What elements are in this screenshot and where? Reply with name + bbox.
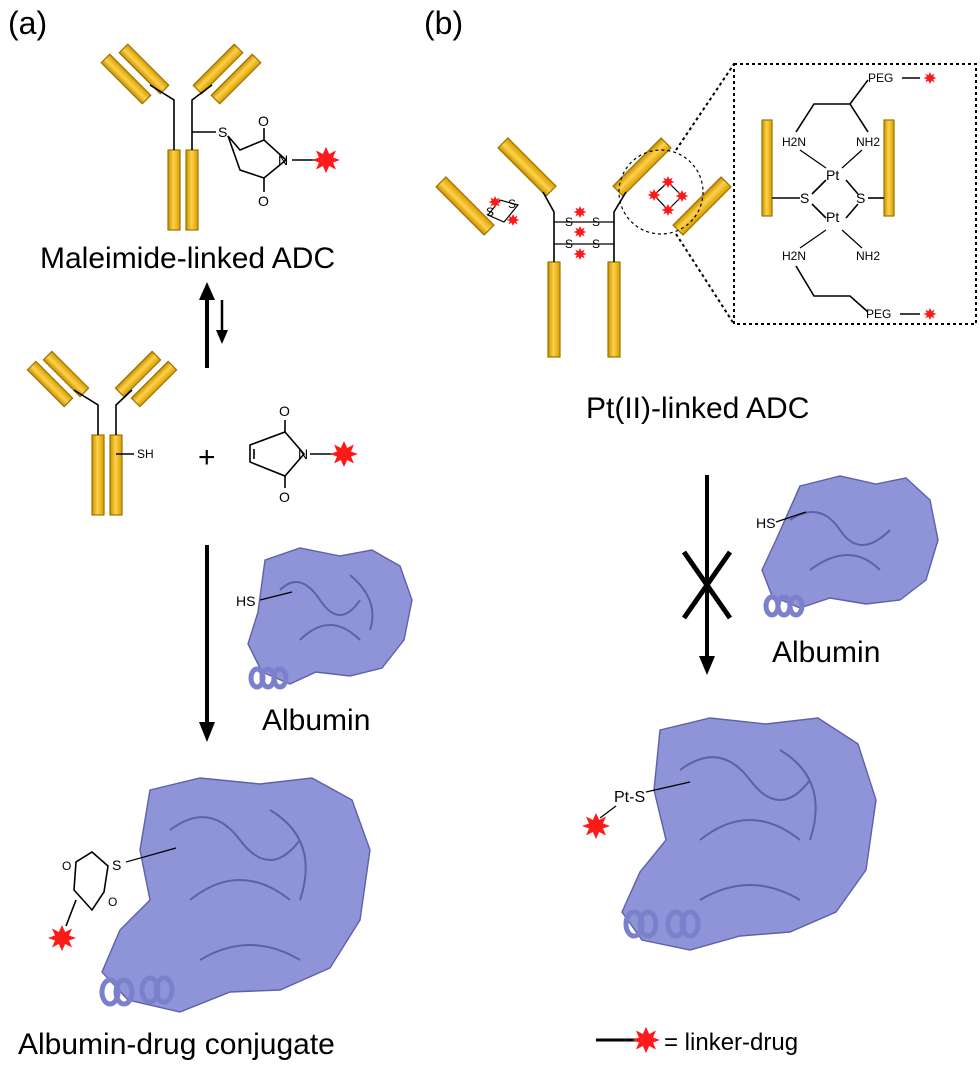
svg-text:S: S: [218, 124, 227, 140]
svg-text:S: S: [800, 190, 809, 206]
zoom-circle: [618, 149, 704, 235]
svg-text:O: O: [279, 403, 290, 419]
svg-text:S: S: [565, 215, 573, 229]
albumin-title-a: Albumin: [262, 704, 370, 737]
svg-text:PEG: PEG: [868, 71, 893, 85]
drug-star-icon: [330, 441, 358, 467]
blocked-arrow-b: [681, 475, 733, 675]
svg-text:NH2: NH2: [856, 135, 880, 149]
maleimide-reagent: O O N: [249, 403, 358, 505]
svg-text:O: O: [62, 859, 71, 873]
svg-text:H2N: H2N: [782, 249, 806, 263]
svg-text:HS: HS: [236, 593, 255, 609]
pt-complex-inset: S S Pt Pt H2N NH2 H2N NH2 PEG PEG: [733, 63, 977, 325]
albumin-conjugate-a: S O O: [48, 777, 371, 1013]
svg-text:NH2: NH2: [856, 249, 880, 263]
svg-text:Pt: Pt: [826, 167, 839, 183]
adc-title-a: Maleimide-linked ADC: [40, 242, 335, 275]
svg-text:O: O: [108, 895, 117, 909]
drug-star-icon: [632, 1027, 660, 1053]
albumin-structure-a: HS: [236, 547, 413, 690]
drug-star-icon: [582, 813, 610, 839]
svg-text:O: O: [258, 193, 269, 209]
panel-b-label: (b): [424, 5, 463, 41]
svg-text:Pt: Pt: [826, 209, 839, 225]
drug-star-icon: [312, 147, 340, 173]
plus-sign: +: [198, 441, 216, 474]
svg-text:S: S: [565, 237, 573, 251]
antibody-top-a: [100, 43, 262, 231]
svg-text:S: S: [856, 190, 865, 206]
svg-text:S: S: [508, 197, 516, 211]
svg-text:S: S: [592, 215, 600, 229]
svg-text:H2N: H2N: [782, 135, 806, 149]
antibody-pt-b: S S S S S S: [435, 63, 735, 358]
svg-text:O: O: [279, 489, 290, 505]
svg-text:Pt-S: Pt-S: [614, 789, 645, 806]
antibody-thiol-a: SH: [26, 350, 178, 516]
panel-a-label: (a): [8, 5, 47, 41]
reaction-arrow-a: [199, 545, 215, 742]
svg-text:S: S: [592, 237, 600, 251]
svg-text:S: S: [486, 205, 494, 219]
product-title-a: Albumin-drug conjugate: [18, 1028, 335, 1061]
equilibrium-arrows: [199, 282, 228, 368]
svg-text:N: N: [278, 152, 288, 168]
albumin-title-b: Albumin: [772, 636, 880, 669]
svg-text:N: N: [298, 446, 308, 462]
svg-text:S: S: [112, 857, 121, 873]
svg-text:SH: SH: [137, 447, 154, 461]
legend-label: = linker-drug: [664, 1029, 798, 1056]
drug-star-icon: [48, 925, 76, 951]
adc-title-b: Pt(II)-linked ADC: [586, 392, 809, 425]
svg-text:HS: HS: [756, 515, 775, 531]
maleimide-adduct-top: S O O N: [192, 113, 340, 209]
svg-text:O: O: [258, 113, 269, 129]
albumin-pt-b: Pt-S: [582, 717, 877, 951]
legend: = linker-drug: [596, 1027, 798, 1056]
svg-text:PEG: PEG: [866, 307, 891, 321]
albumin-structure-b: HS: [756, 475, 939, 618]
